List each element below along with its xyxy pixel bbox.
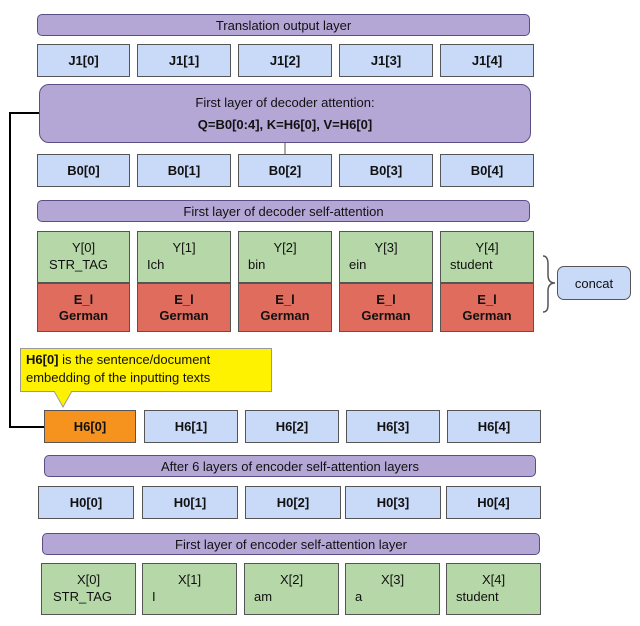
j1-cell-1: J1[1]	[137, 44, 231, 77]
encoder-self-attention-layer: First layer of encoder self-attention la…	[42, 533, 540, 555]
x-token-word: student	[456, 589, 499, 604]
b0-cell-2: B0[2]	[238, 154, 332, 187]
language-embedding-0: E_l German	[37, 283, 130, 332]
y-token-var: Y[2]	[273, 240, 297, 255]
decoder-attention-layer: First layer of decoder attention: Q=B0[0…	[39, 84, 531, 143]
y-token-word: ein	[349, 257, 367, 272]
y-token-var: Y[1]	[172, 240, 196, 255]
translation-output-title: Translation output layer	[215, 17, 352, 33]
note-highlight: H6[0]	[26, 352, 59, 367]
y-token-4: Y[4] student	[440, 231, 534, 283]
x-token-1: X[1] I	[142, 563, 237, 615]
decoder-attention-formula: Q=B0[0:4], K=H6[0], V=H6[0]	[197, 117, 373, 132]
h0-cell-3: H0[3]	[345, 486, 441, 519]
decoder-attention-title: First layer of decoder attention:	[195, 95, 375, 110]
b0-cell-4: B0[4]	[440, 154, 534, 187]
note-pointer	[54, 391, 73, 409]
x-token-var: X[3]	[380, 572, 405, 587]
language-embedding-2: E_l German	[238, 283, 332, 332]
x-token-var: X[4]	[481, 572, 506, 587]
j1-cell-4: J1[4]	[440, 44, 534, 77]
b0-cell-3: B0[3]	[339, 154, 433, 187]
x-token-var: X[1]	[177, 572, 202, 587]
h6-note: H6[0] is the sentence/document embedding…	[20, 348, 272, 392]
note-text: is the sentence/document	[58, 352, 211, 367]
y-token-var: Y[4]	[475, 240, 499, 255]
y-token-1: Y[1] Ich	[137, 231, 231, 283]
x-token-4: X[4] student	[446, 563, 541, 615]
b0-cell-0: B0[0]	[37, 154, 130, 187]
y-token-2: Y[2] bin	[238, 231, 332, 283]
h0-cell-4: H0[4]	[446, 486, 541, 519]
j1-cell-0: J1[0]	[37, 44, 130, 77]
j1-cell-3: J1[3]	[339, 44, 433, 77]
language-embedding-1: E_l German	[137, 283, 231, 332]
concat-label: concat	[574, 275, 614, 291]
encoder-stack-title: After 6 layers of encoder self-attention…	[161, 458, 419, 474]
concat-box: concat	[557, 266, 631, 300]
y-token-word: STR_TAG	[49, 257, 108, 272]
h6-cell-2: H6[2]	[245, 410, 339, 443]
x-token-3: X[3] a	[345, 563, 440, 615]
y-token-0: Y[0] STR_TAG	[37, 231, 130, 283]
encoder-stack-layer: After 6 layers of encoder self-attention…	[44, 455, 536, 477]
h6-to-attention-line	[9, 112, 44, 428]
y-token-var: Y[0]	[71, 240, 96, 255]
x-token-word: STR_TAG	[53, 589, 112, 604]
x-token-2: X[2] am	[244, 563, 339, 615]
language-embedding-4: E_l German	[440, 283, 534, 332]
x-token-var: X[0]	[76, 572, 101, 587]
y-token-word: student	[450, 257, 493, 272]
h6-cell-4: H6[4]	[447, 410, 541, 443]
y-token-var: Y[3]	[374, 240, 398, 255]
h6-cell-1: H6[1]	[144, 410, 238, 443]
x-token-word: am	[254, 589, 273, 604]
decoder-self-attention-layer: First layer of decoder self-attention	[37, 200, 530, 222]
y-token-3: Y[3] ein	[339, 231, 433, 283]
x-token-word: a	[355, 589, 363, 604]
decoder-self-attention-title: First layer of decoder self-attention	[183, 203, 384, 219]
h0-cell-1: H0[1]	[142, 486, 238, 519]
x-token-var: X[2]	[279, 572, 304, 587]
h0-cell-0: H0[0]	[38, 486, 134, 519]
concat-brace	[542, 255, 556, 313]
h0-cell-2: H0[2]	[245, 486, 341, 519]
j1-cell-2: J1[2]	[238, 44, 332, 77]
y-token-word: bin	[248, 257, 266, 272]
h6-cell-3: H6[3]	[346, 410, 440, 443]
x-token-word: I	[152, 589, 156, 604]
h6-cell-0: H6[0]	[44, 410, 136, 443]
encoder-self-attention-title: First layer of encoder self-attention la…	[175, 536, 407, 552]
b0-cell-1: B0[1]	[137, 154, 231, 187]
note-line2: embedding of the inputting texts	[26, 370, 211, 385]
y-token-word: Ich	[147, 257, 165, 272]
translation-output-layer: Translation output layer	[37, 14, 530, 36]
language-embedding-3: E_l German	[339, 283, 433, 332]
x-token-0: X[0] STR_TAG	[41, 563, 136, 615]
